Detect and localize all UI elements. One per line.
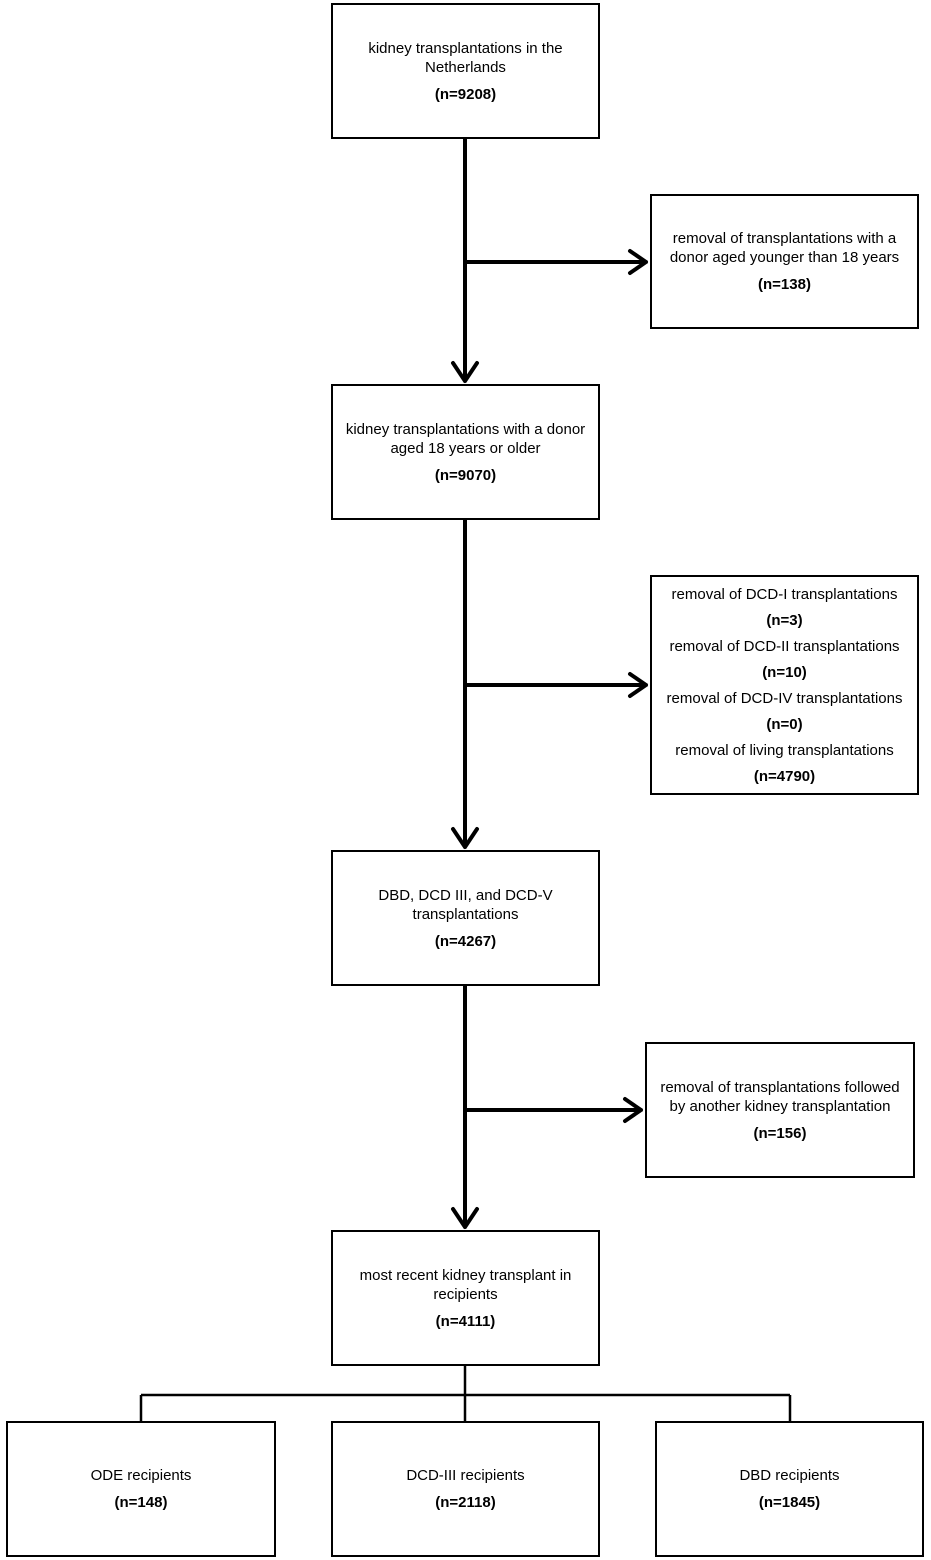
box-ode-recipients-text: ODE recipients — [90, 1467, 192, 1484]
exclusion-dcd-ii-count: (n=10) — [762, 663, 807, 681]
box-dbd-recipients-text: DBD recipients — [739, 1467, 840, 1484]
box-exclusion-donor-types: removal of DCD-I transplantations (n=3) … — [650, 575, 919, 795]
split-to-recipients — [139, 1366, 792, 1422]
box-dbd-recipients: DBD recipients (n=1845) — [655, 1421, 924, 1557]
box-exclusion-young-donor-text: removal of transplantations with a donor… — [669, 230, 900, 266]
box-ode-recipients-count: (n=148) — [114, 1494, 168, 1511]
box-exclusion-retransplant-text: removal of transplantations followed by … — [660, 1078, 900, 1115]
exclusion-living-count: (n=4790) — [753, 767, 816, 785]
box-most-recent-text: most recent kidney transplant in recipie… — [359, 1266, 572, 1303]
box-ode-recipients: ODE recipients (n=148) — [6, 1421, 276, 1557]
arrow-to-exclusion-3 — [463, 1097, 643, 1123]
box-all-transplantations: kidney transplantations in the Netherlan… — [331, 3, 600, 139]
exclusion-dcd-ii-text: removal of DCD-II transplantations — [669, 637, 900, 655]
box-adult-donor-text: kidney transplantations with a donor age… — [345, 420, 586, 457]
box-all-transplantations-count: (n=9208) — [434, 85, 497, 103]
box-dbd-dcd-transplantations: DBD, DCD III, and DCD-V transplantations… — [331, 850, 600, 986]
exclusion-dcd-i-count: (n=3) — [766, 611, 803, 629]
box-most-recent-transplant: most recent kidney transplant in recipie… — [331, 1230, 600, 1366]
box-exclusion-retransplant: removal of transplantations followed by … — [645, 1042, 915, 1178]
box-exclusion-young-donor-count: (n=138) — [758, 276, 811, 293]
arrow-to-exclusion-1 — [463, 249, 648, 275]
box-adult-donor-count: (n=9070) — [434, 466, 497, 484]
box-dbd-dcd-text: DBD, DCD III, and DCD-V transplantations — [378, 886, 553, 923]
box-dbd-dcd-count: (n=4267) — [434, 932, 497, 950]
exclusion-dcd-iv-text: removal of DCD-IV transplantations — [666, 689, 903, 707]
exclusion-dcd-i-text: removal of DCD-I transplantations — [671, 585, 898, 603]
arrow-to-exclusion-2 — [463, 672, 648, 698]
exclusion-dcd-iv-count: (n=0) — [766, 715, 803, 733]
arrow-b3-to-b4 — [451, 984, 479, 1229]
box-all-transplantations-text: kidney transplantations in the Netherlan… — [368, 39, 563, 76]
box-dbd-recipients-count: (n=1845) — [758, 1494, 821, 1511]
box-dcd-iii-recipients: DCD-III recipients (n=2118) — [331, 1421, 600, 1557]
box-most-recent-count: (n=4111) — [435, 1312, 496, 1330]
box-exclusion-retransplant-count: (n=156) — [753, 1124, 807, 1142]
box-dcd-iii-recipients-count: (n=2118) — [435, 1494, 496, 1511]
exclusion-living-text: removal of living transplantations — [675, 741, 894, 759]
box-exclusion-young-donor: removal of transplantations with a donor… — [650, 194, 919, 329]
box-adult-donor-transplantations: kidney transplantations with a donor age… — [331, 384, 600, 520]
box-dcd-iii-recipients-text: DCD-III recipients — [406, 1467, 525, 1484]
